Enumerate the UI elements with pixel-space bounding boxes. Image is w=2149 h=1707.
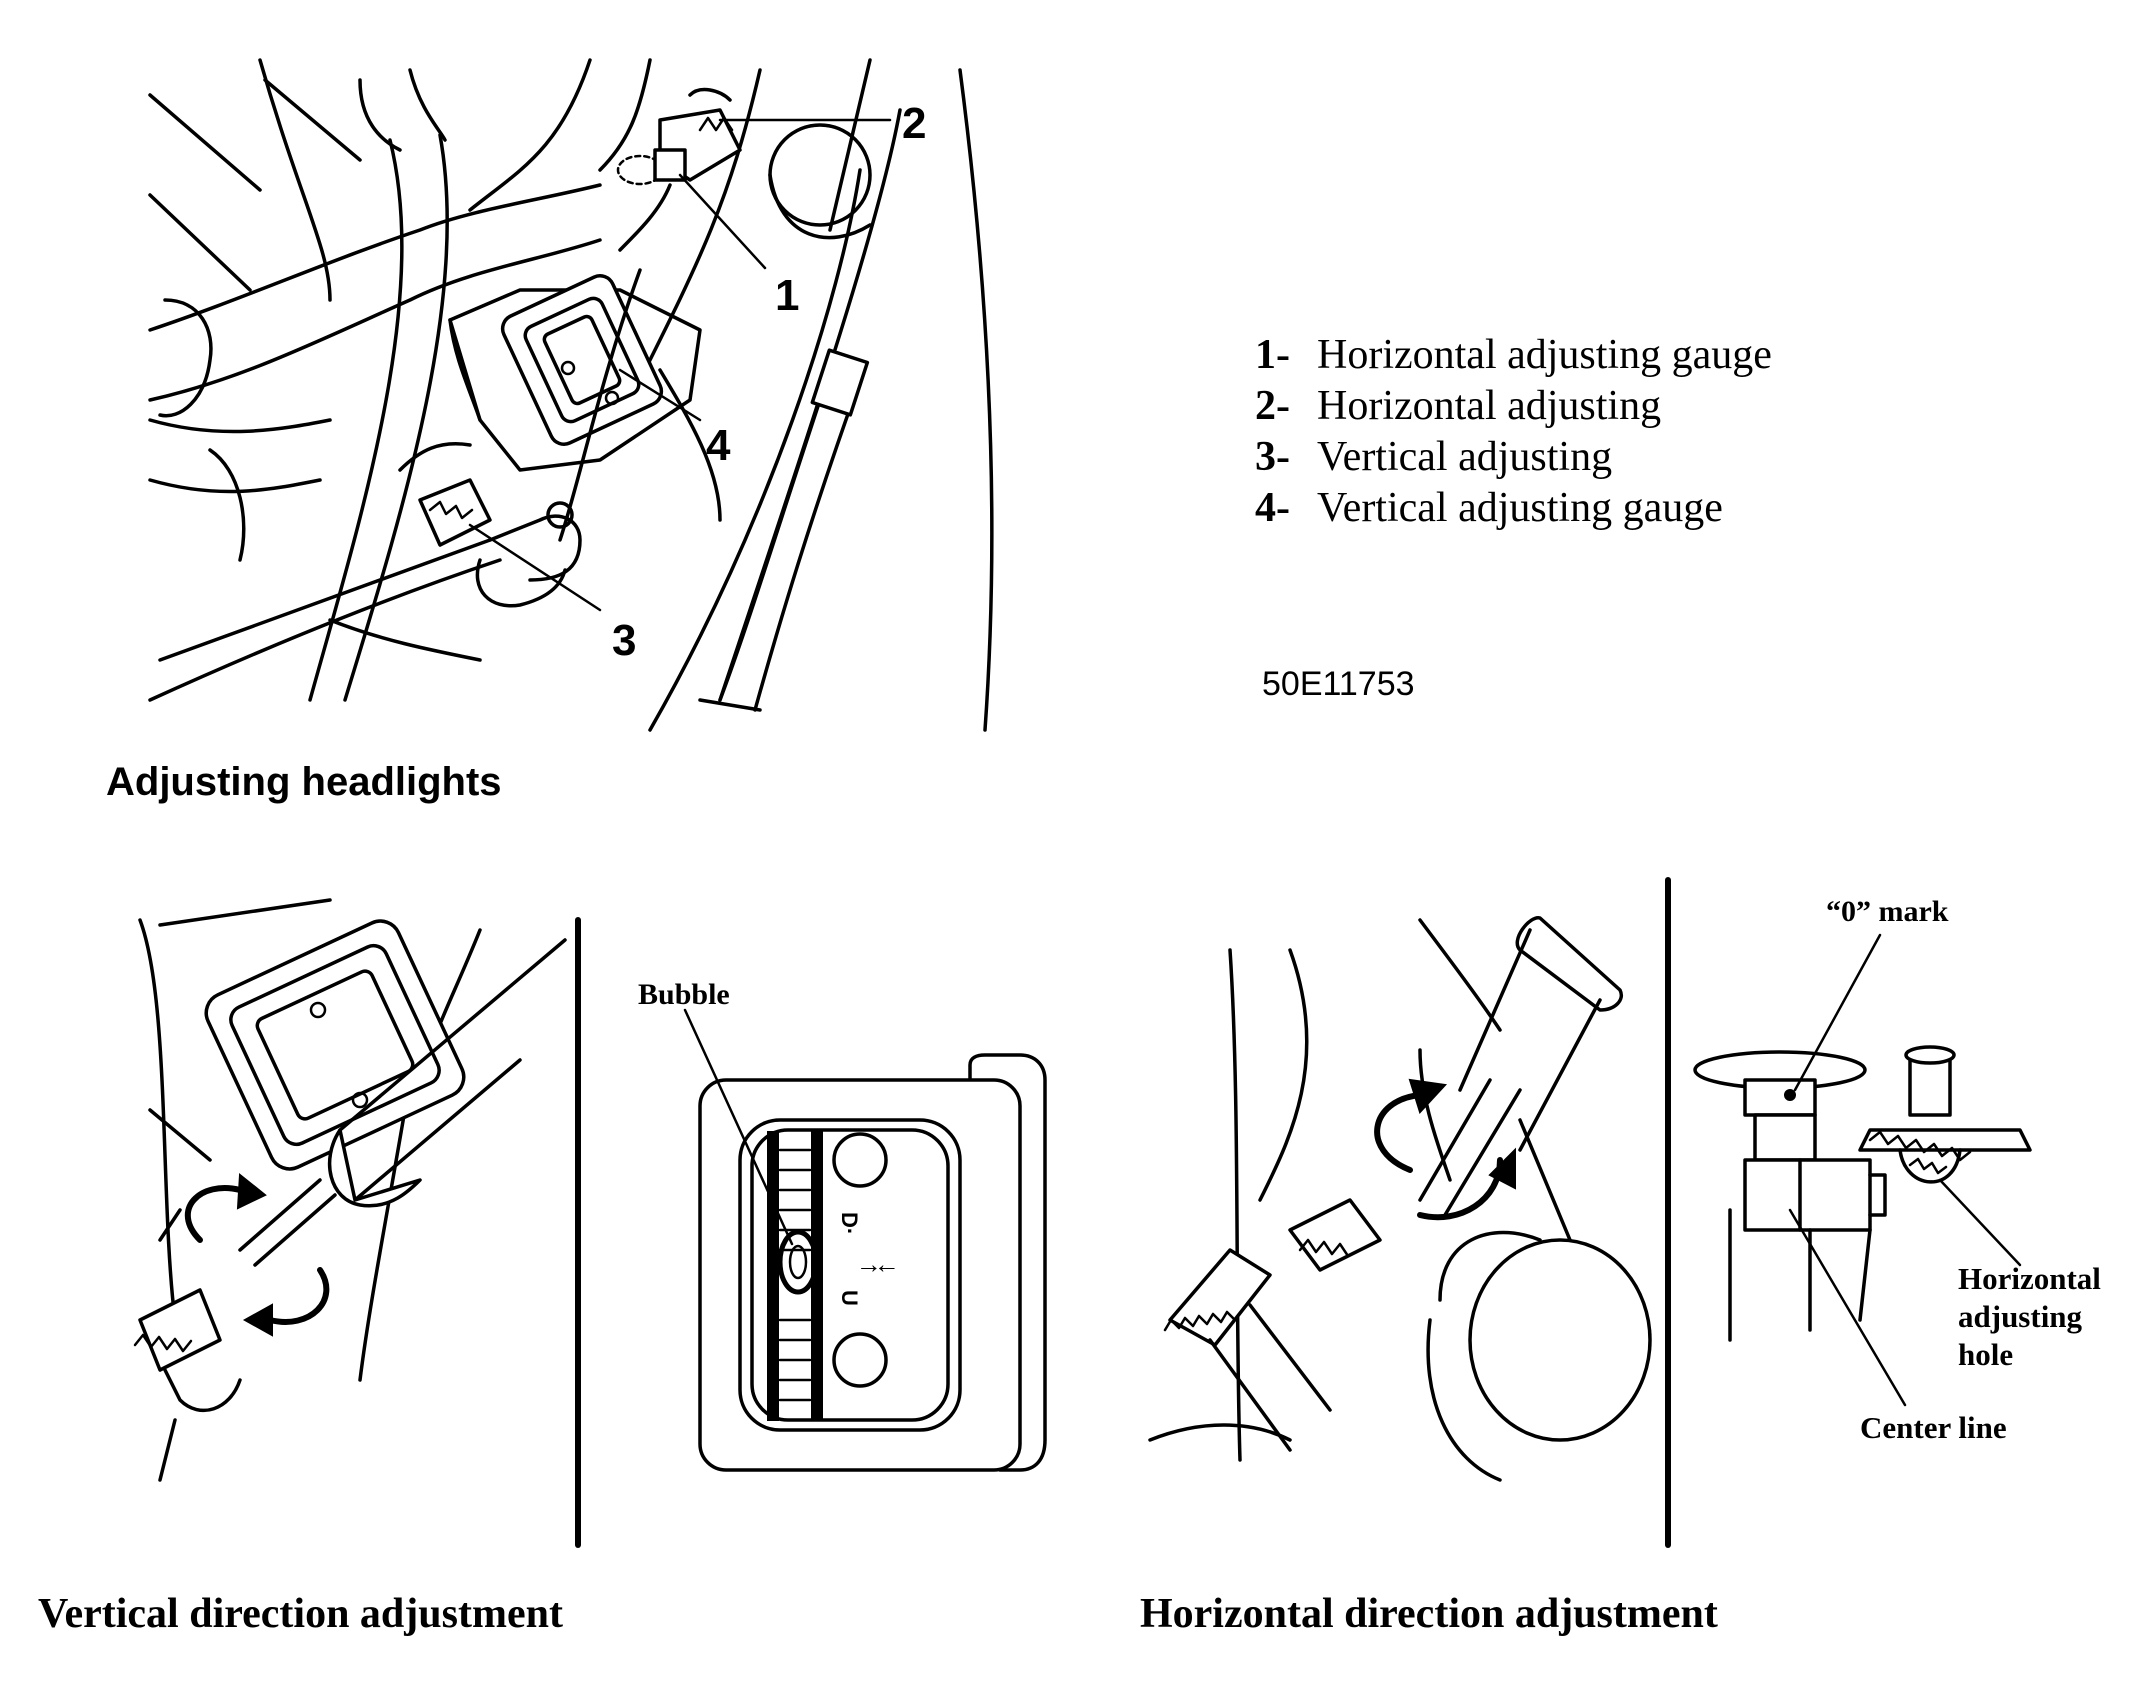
legend-item: 1-Horizontal adjusting gauge (1255, 332, 1772, 378)
gauge-mark-arrow-down: ↓ (874, 1262, 904, 1275)
gauge-mark-arrow: ↑ (856, 1262, 886, 1275)
caption-horizontal-direction: Horizontal direction adjustment (1140, 1591, 1718, 1637)
label-horizontal-adjusting-hole: Horizontal adjusting hole (1958, 1261, 2101, 1372)
legend-item: 3-Vertical adjusting (1255, 434, 1613, 480)
caption-vertical-direction: Vertical direction adjustment (38, 1591, 563, 1637)
label-center-line: Center line (1860, 1410, 2007, 1445)
caption-adjusting-headlights: Adjusting headlights (106, 760, 502, 804)
gauge-mark-u: U (837, 1290, 862, 1306)
callout-4: 4 (706, 421, 731, 470)
horizontal-adjustment-illustration (1148, 916, 1652, 1482)
figure-code: 50E11753 (1262, 665, 1415, 703)
legend: 1-Horizontal adjusting gauge 2-Horizonta… (1255, 330, 1772, 534)
callout-1: 1 (775, 271, 799, 320)
gauge-mark-d: D· (837, 1212, 862, 1235)
vertical-adjustment-illustration (133, 898, 567, 1482)
label-zero-mark: “0” mark (1826, 895, 1949, 928)
callout-2: 2 (902, 99, 926, 148)
legend-item: 4-Vertical adjusting gauge (1255, 485, 1723, 531)
callout-3: 3 (612, 616, 636, 665)
legend-item: 2-Horizontal adjusting (1255, 383, 1662, 429)
label-bubble: Bubble (638, 978, 730, 1011)
adjuster-closeup-illustration (1693, 933, 2032, 1407)
bubble-gauge-illustration (683, 1008, 1047, 1472)
headlight-assembly-illustration (148, 58, 994, 732)
